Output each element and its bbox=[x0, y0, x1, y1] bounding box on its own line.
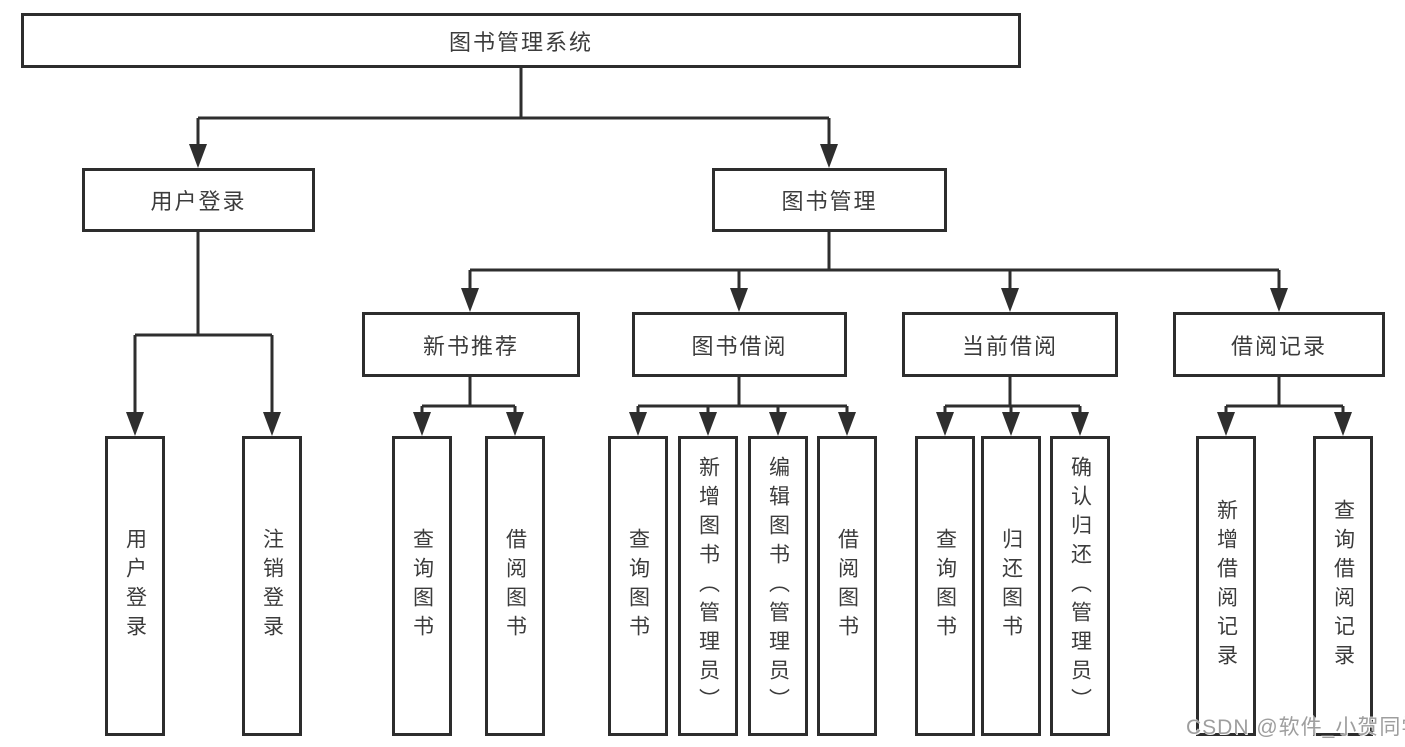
node-label: 借阅记录 bbox=[1230, 333, 1327, 359]
node-current-borrowing: 当前借阅 bbox=[902, 312, 1118, 377]
node-book-management: 图书管理 bbox=[712, 168, 947, 232]
node-library-management-system: 图书管理系统 bbox=[21, 13, 1021, 68]
node-label: 查询图书 bbox=[626, 528, 650, 644]
watermark-csdn: CSDN @软件_小贺同学 bbox=[1186, 716, 1405, 739]
node-label: 归还图书 bbox=[999, 528, 1023, 644]
node-label: 新书推荐 bbox=[422, 333, 519, 359]
leaf-query-books: 查询图书 bbox=[608, 436, 668, 736]
leaf-user-login: 用户登录 bbox=[105, 436, 165, 736]
leaf-borrow-books: 借阅图书 bbox=[485, 436, 545, 736]
node-label: 图书管理 bbox=[781, 189, 878, 214]
node-label: 注销登录 bbox=[260, 528, 284, 644]
node-label: 借阅图书 bbox=[503, 528, 527, 644]
leaf-query-books: 查询图书 bbox=[392, 436, 452, 736]
node-label: 新增借阅记录 bbox=[1214, 499, 1238, 673]
node-new-book-recommendation: 新书推荐 bbox=[362, 312, 580, 377]
leaf-add-book-admin: 新增图书（管理员） bbox=[678, 436, 738, 736]
node-label: 图书借阅 bbox=[691, 333, 788, 359]
leaf-return-book: 归还图书 bbox=[981, 436, 1041, 736]
node-label: 查询图书 bbox=[933, 528, 957, 644]
node-label: 图书管理系统 bbox=[448, 29, 593, 55]
leaf-add-borrow-record: 新增借阅记录 bbox=[1196, 436, 1256, 736]
node-label: 新增图书（管理员） bbox=[696, 455, 720, 717]
node-book-borrowing: 图书借阅 bbox=[632, 312, 847, 377]
node-user-login: 用户登录 bbox=[82, 168, 315, 232]
leaf-borrow-books: 借阅图书 bbox=[817, 436, 877, 736]
node-label: 当前借阅 bbox=[961, 333, 1058, 359]
leaf-logout: 注销登录 bbox=[242, 436, 302, 736]
leaf-confirm-return-admin: 确认归还（管理员） bbox=[1050, 436, 1110, 736]
leaf-query-borrow-record: 查询借阅记录 bbox=[1313, 436, 1373, 736]
node-label: 确认归还（管理员） bbox=[1068, 455, 1092, 717]
node-label: 借阅图书 bbox=[835, 528, 859, 644]
node-borrowing-records: 借阅记录 bbox=[1173, 312, 1385, 377]
node-label: 查询图书 bbox=[410, 528, 434, 644]
leaf-edit-book-admin: 编辑图书（管理员） bbox=[748, 436, 808, 736]
node-label: 用户登录 bbox=[123, 528, 147, 644]
leaf-query-books: 查询图书 bbox=[915, 436, 975, 736]
node-label: 查询借阅记录 bbox=[1331, 499, 1355, 673]
node-label: 编辑图书（管理员） bbox=[766, 455, 790, 717]
node-label: 用户登录 bbox=[150, 189, 247, 214]
